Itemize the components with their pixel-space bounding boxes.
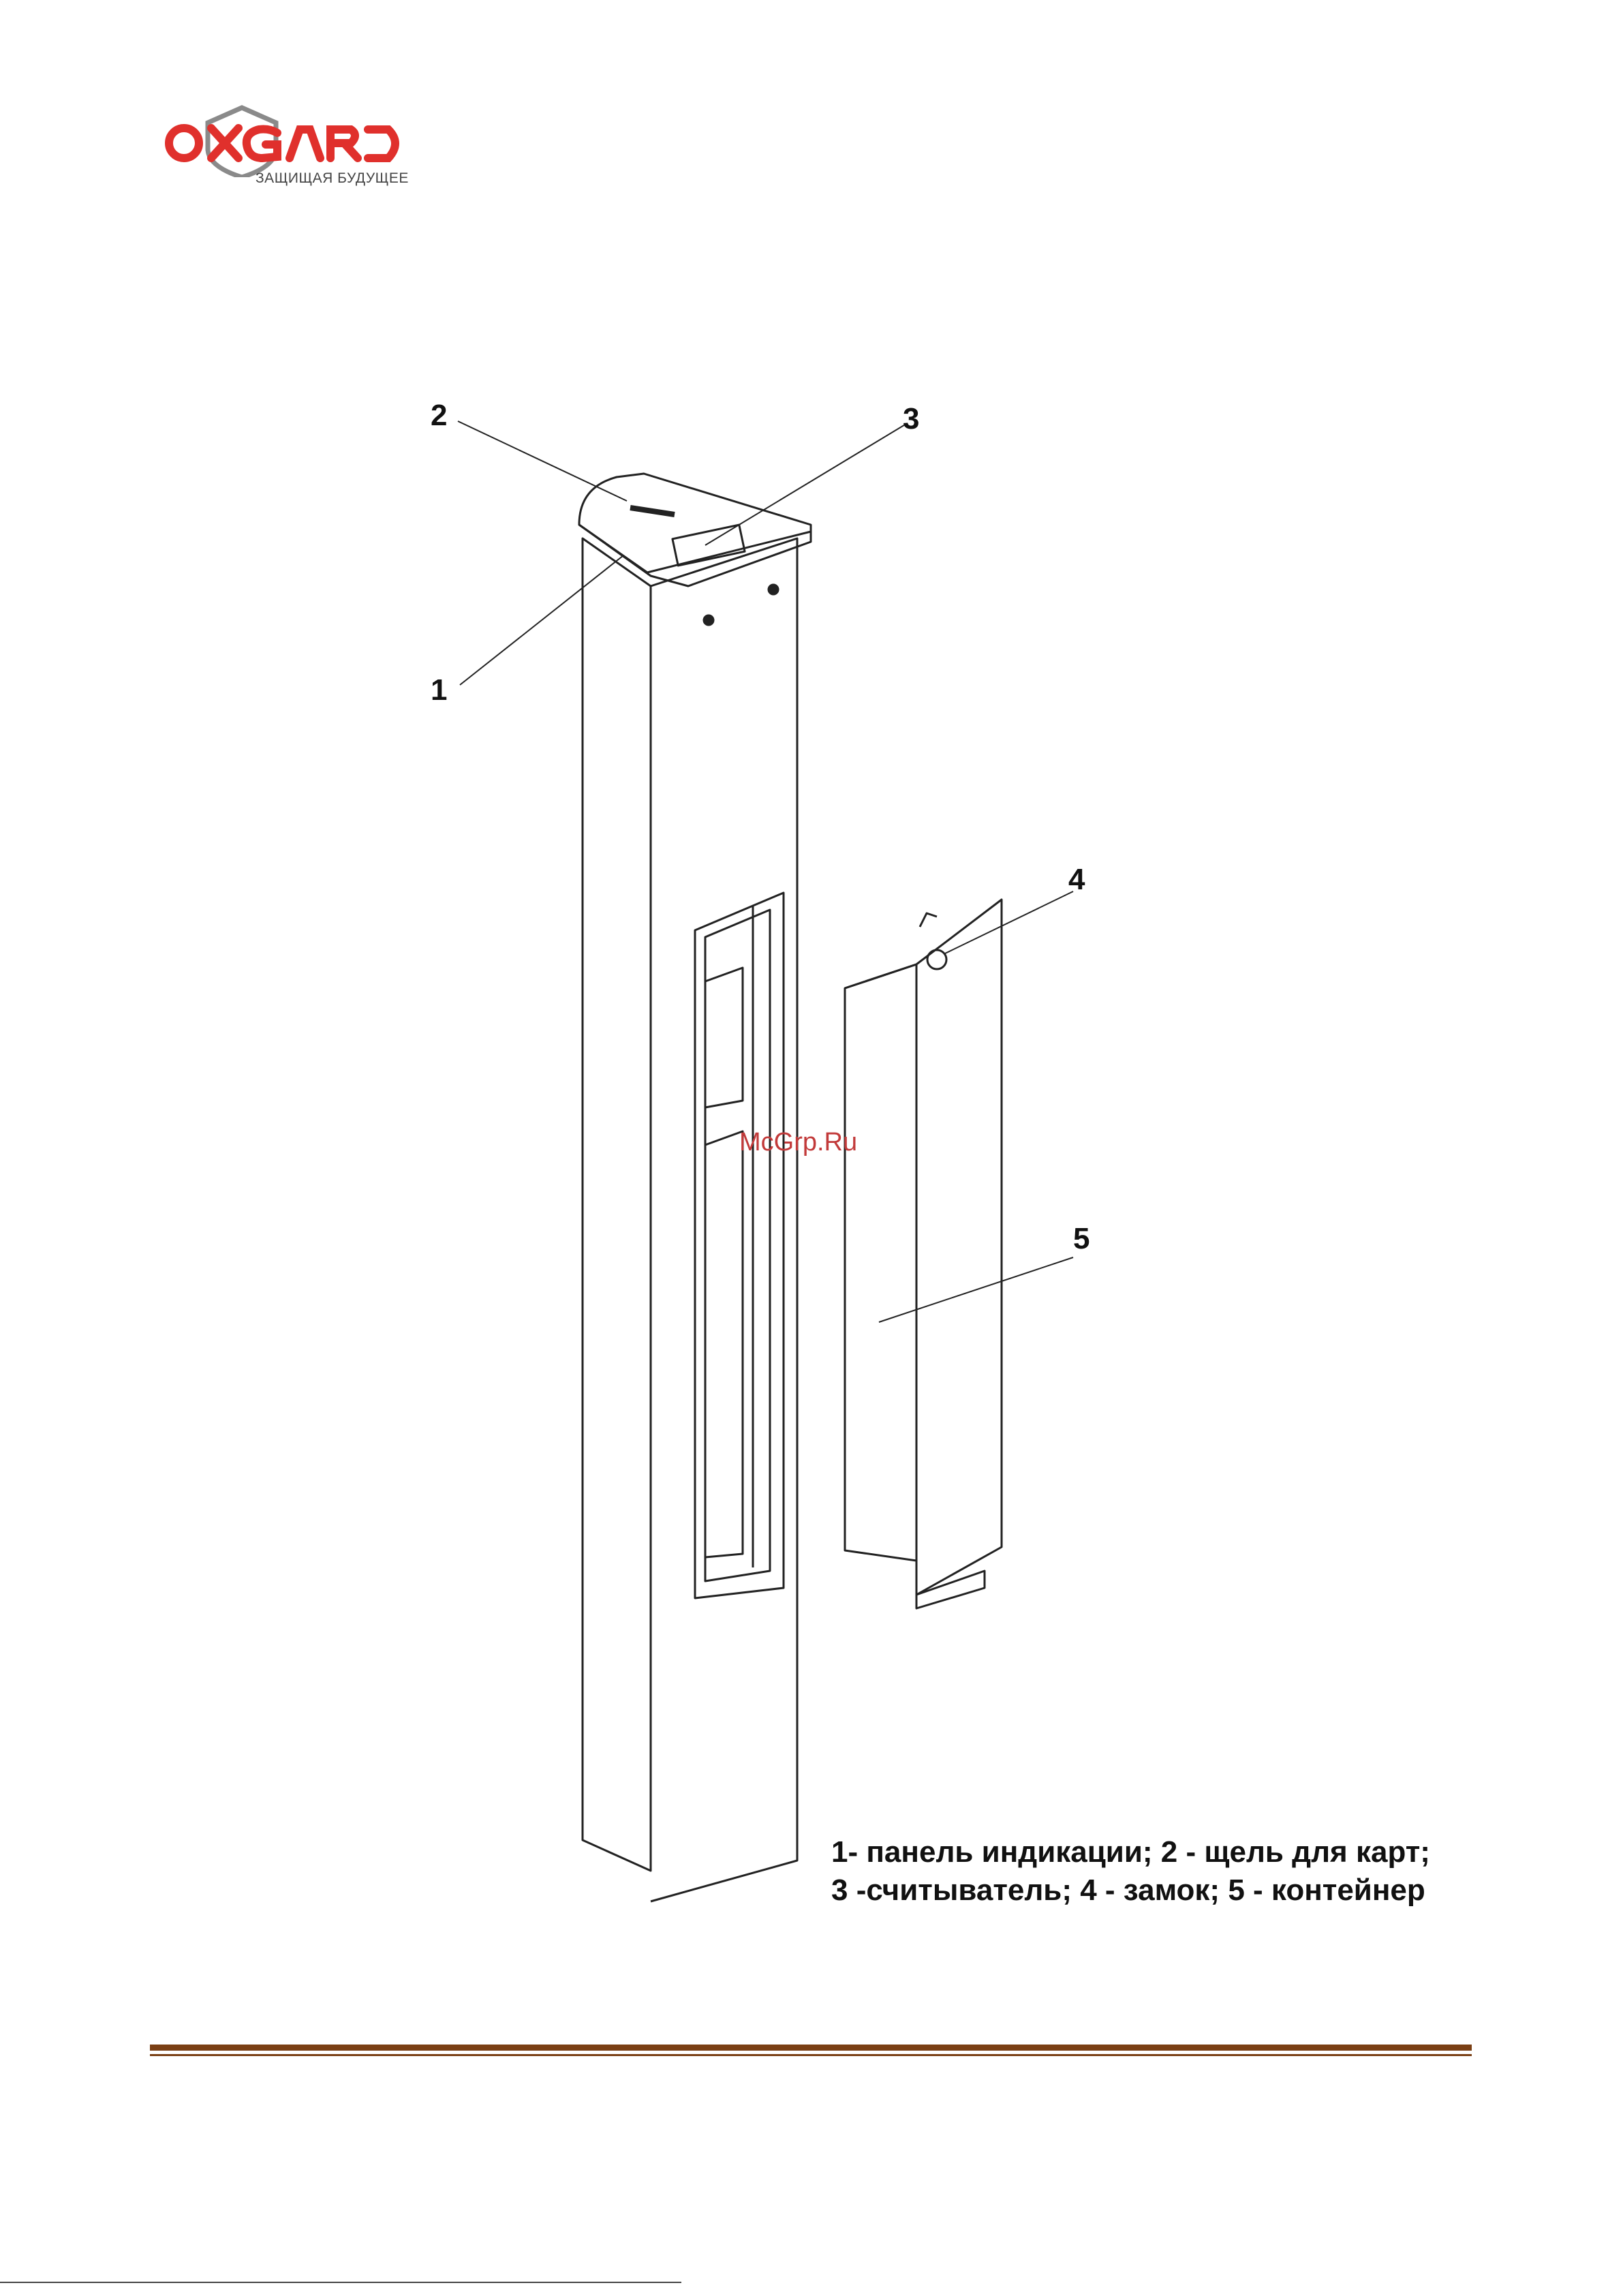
callout-4: 4 bbox=[1068, 863, 1085, 897]
pillar-front-face bbox=[651, 538, 797, 1901]
pillar-top-cap bbox=[579, 474, 811, 586]
callout-5: 5 bbox=[1073, 1222, 1089, 1256]
legend-line-1: 1- панель индикации; 2 - щель для карт; bbox=[831, 1833, 1430, 1871]
page-bottom-line bbox=[0, 2282, 681, 2283]
callout-3: 3 bbox=[903, 402, 919, 436]
container-body bbox=[845, 964, 916, 1561]
callout-2: 2 bbox=[431, 399, 447, 433]
lock-shape bbox=[927, 950, 946, 969]
footer-rule bbox=[150, 2045, 1472, 2051]
footer-rule-thin bbox=[150, 2054, 1472, 2056]
container-door bbox=[916, 900, 1002, 1595]
pillar-left-face bbox=[583, 538, 651, 1871]
callout-1: 1 bbox=[431, 673, 447, 707]
legend-line-2: 3 -считыватель; 4 - замок; 5 - контейнер bbox=[831, 1871, 1430, 1910]
figure-legend: 1- панель индикации; 2 - щель для карт; … bbox=[831, 1833, 1430, 1910]
watermark: McGrp.Ru bbox=[739, 1128, 857, 1157]
